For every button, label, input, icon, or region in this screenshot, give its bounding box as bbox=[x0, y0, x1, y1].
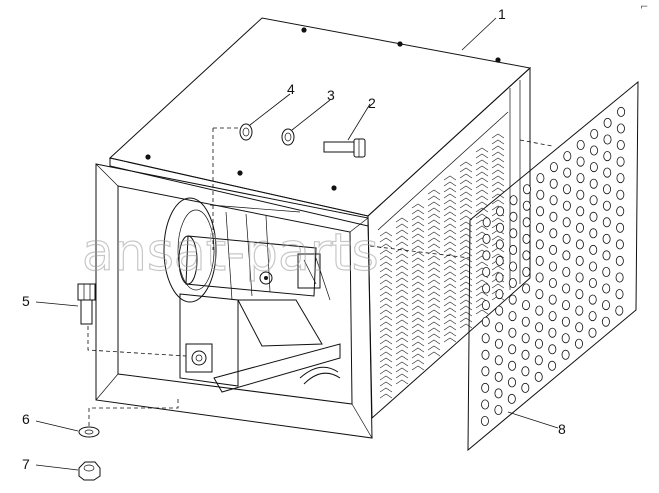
callout-8: 8 bbox=[558, 421, 566, 437]
part-7-hex-nut bbox=[78, 461, 101, 481]
callout-2: 2 bbox=[368, 95, 376, 111]
part-6-washer bbox=[78, 426, 100, 438]
callout-1: 1 bbox=[498, 6, 506, 22]
part-4-flat-washer bbox=[239, 123, 253, 141]
motor-bracket bbox=[179, 293, 341, 393]
housing-right-side bbox=[367, 66, 531, 420]
callout-5: 5 bbox=[22, 293, 30, 309]
fan-motor-assembly bbox=[163, 197, 331, 303]
part-5-hex-bolt bbox=[77, 283, 96, 325]
housing-front-frame bbox=[95, 163, 373, 439]
leader-lines bbox=[35, 17, 559, 471]
callout-4: 4 bbox=[287, 81, 295, 97]
part-8-grille bbox=[467, 80, 639, 452]
callout-3: 3 bbox=[327, 87, 335, 103]
corner-mark: ⌐ bbox=[640, 2, 648, 13]
callout-7: 7 bbox=[22, 456, 30, 472]
watermark-text: ansat-parts bbox=[82, 223, 379, 283]
grille-perforations bbox=[480, 106, 626, 426]
housing-top-panel bbox=[108, 17, 532, 227]
part-3-lock-washer bbox=[281, 128, 295, 146]
part-2-bolt bbox=[323, 138, 366, 158]
callout-6: 6 bbox=[22, 411, 30, 427]
